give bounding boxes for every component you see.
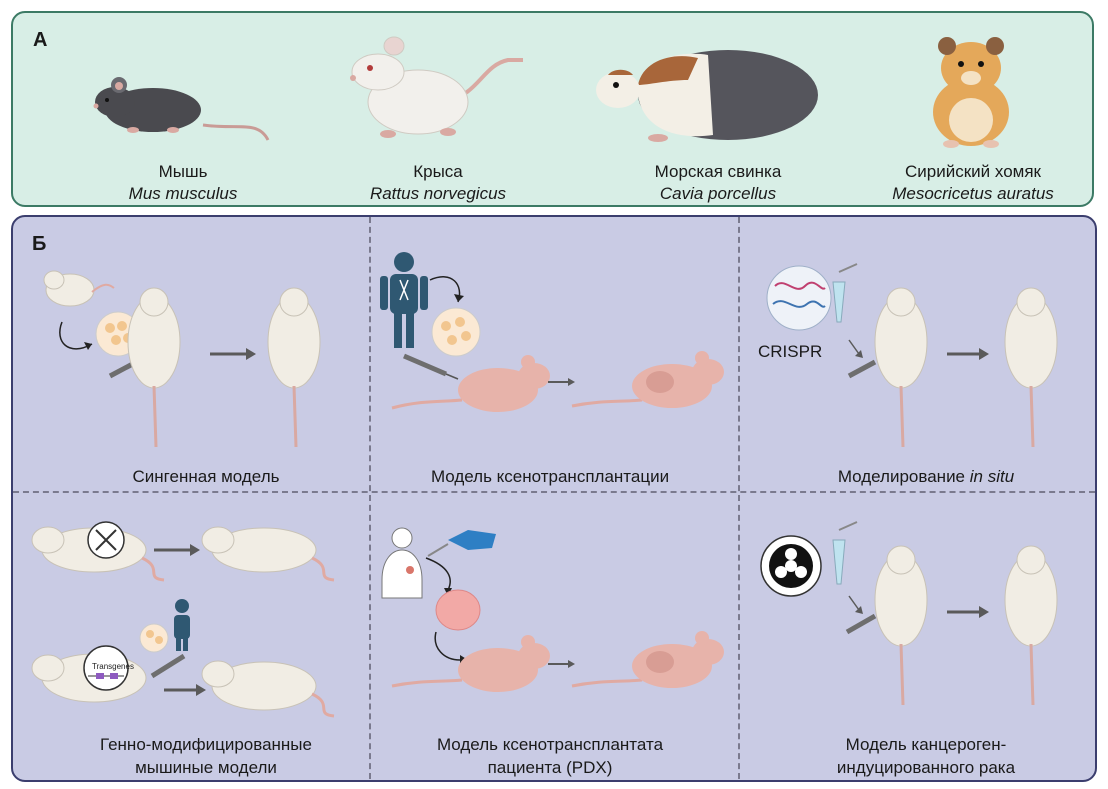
crispr-label: CRISPR xyxy=(758,342,823,361)
caption-xenograft: Модель ксенотрансплантации xyxy=(430,467,670,486)
caption-in-situ: Моделирование in situ xyxy=(748,465,1104,488)
caption-pdx-line1: Модель ксенотрансплантата xyxy=(436,735,664,754)
common-name: Морская свинка xyxy=(654,162,782,181)
latin-name: Cavia porcellus xyxy=(659,184,777,203)
panel-b-label: Б xyxy=(32,233,47,255)
panel-a-label: А xyxy=(33,29,48,51)
caption-syngeneic: Сингенная модель xyxy=(132,467,280,486)
cell-pdx-illustration xyxy=(372,520,728,720)
cell-in-situ-illustration xyxy=(741,262,1097,462)
cell-carcinogen-illustration xyxy=(741,520,1097,720)
common-name: Крыса xyxy=(413,162,463,181)
caption-gem-line1: Генно-модифицированные xyxy=(100,735,312,754)
caption-carcinogen: Модель канцероген- индуцированного рака xyxy=(748,733,1104,779)
mouse-icon xyxy=(53,30,313,150)
caption-in-situ-prefix: Моделирование xyxy=(837,467,970,486)
caption-carcinogen-line1: Модель канцероген- xyxy=(845,735,1007,754)
panel-a: А Мышь Mus musculus xyxy=(11,11,1094,207)
rat-icon xyxy=(308,30,568,150)
hamster-icon xyxy=(843,30,1103,150)
guinea-pig-icon xyxy=(588,30,848,150)
latin-name: Mesocricetus auratus xyxy=(892,184,1054,203)
species-label-hamster: Сирийский хомяк Mesocricetus auratus xyxy=(843,161,1103,205)
cell-gem-illustration xyxy=(14,508,370,728)
caption-gem-line2: мышиные модели xyxy=(135,758,277,777)
grid-divider-horizontal xyxy=(13,491,1095,493)
caption-gem: Генно-модифицированные мышиные модели xyxy=(28,733,384,779)
common-name: Сирийский хомяк xyxy=(905,162,1041,181)
transgenes-label: Transgenes xyxy=(92,662,134,671)
latin-name: Rattus norvegicus xyxy=(369,184,507,203)
caption-pdx: Модель ксенотрансплантата пациента (PDX) xyxy=(372,733,728,779)
cell-syngeneic-illustration xyxy=(14,262,370,462)
species-label-rat: Крыса Rattus norvegicus xyxy=(308,161,568,205)
grid-divider-vertical-2 xyxy=(738,217,740,779)
species-label-guinea-pig: Морская свинка Cavia porcellus xyxy=(588,161,848,205)
caption-carcinogen-line2: индуцированного рака xyxy=(836,758,1016,777)
caption-in-situ-italic: in situ xyxy=(969,467,1015,486)
latin-name: Mus musculus xyxy=(128,184,238,203)
species-label-mouse: Мышь Mus musculus xyxy=(53,161,313,205)
cell-xenograft-illustration xyxy=(372,240,728,440)
grid-divider-vertical-1 xyxy=(369,217,371,779)
caption-pdx-line2: пациента (PDX) xyxy=(487,758,613,777)
common-name: Мышь xyxy=(158,162,208,181)
